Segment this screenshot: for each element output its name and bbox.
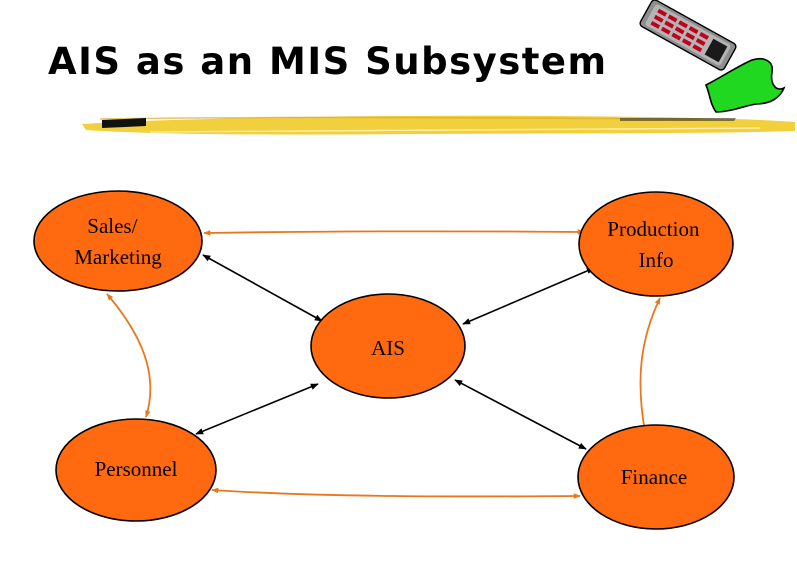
slide-title: AIS as an MIS Subsystem: [48, 40, 608, 83]
production-label-line2: Info: [639, 248, 674, 272]
link-sales-personnel: [106, 293, 152, 418]
ais-label: AIS: [371, 336, 405, 360]
adding-machine-icon: [639, 0, 786, 113]
node-personnel: Personnel: [55, 418, 217, 522]
link-production-finance: [639, 297, 661, 433]
svg-text:Sales/ Marketing: Sales/ Marketing: [74, 214, 162, 269]
link-ais-production: [462, 267, 595, 325]
node-sales-marketing: Sales/ Marketing: [33, 190, 203, 292]
personnel-label: Personnel: [95, 457, 178, 481]
production-label-line1: Production: [607, 217, 700, 241]
sales-label-line1: Sales/: [87, 214, 137, 238]
link-sales-production: [203, 229, 585, 236]
finance-label: Finance: [621, 465, 687, 489]
link-ais-personnel: [195, 383, 319, 435]
link-personnel-finance: [211, 487, 581, 499]
yellow-brush-underline: [82, 115, 795, 135]
svg-text:Production Info: Production Info: [607, 217, 704, 272]
link-ais-sales: [202, 254, 323, 322]
svg-text:AIS: AIS: [371, 336, 405, 360]
svg-text:Finance: Finance: [621, 465, 687, 489]
sales-label-line2: Marketing: [74, 245, 162, 269]
link-ais-finance: [454, 379, 587, 450]
node-production-info: Production Info: [578, 191, 734, 297]
svg-text:Personnel: Personnel: [95, 457, 178, 481]
node-ais: AIS: [310, 293, 466, 399]
node-finance: Finance: [577, 424, 735, 530]
